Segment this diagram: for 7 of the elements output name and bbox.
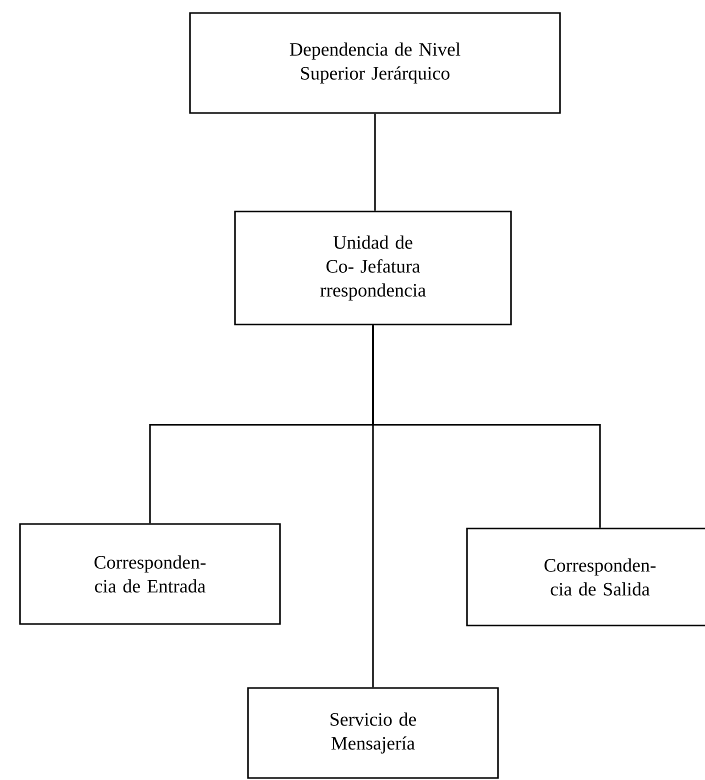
org-box: Unidad de Co- Jefatura rrespondencia [234, 210, 512, 326]
org-box: Dependencia de Nivel Superior Jerárquico [189, 12, 561, 114]
org-box: Servicio de Mensajería [247, 687, 499, 779]
org-box: Corresponden- cia de Entrada [19, 523, 281, 625]
org-box: Corresponden- cia de Salida [466, 528, 705, 626]
connector-line [374, 114, 376, 211]
connector-line [372, 325, 374, 688]
